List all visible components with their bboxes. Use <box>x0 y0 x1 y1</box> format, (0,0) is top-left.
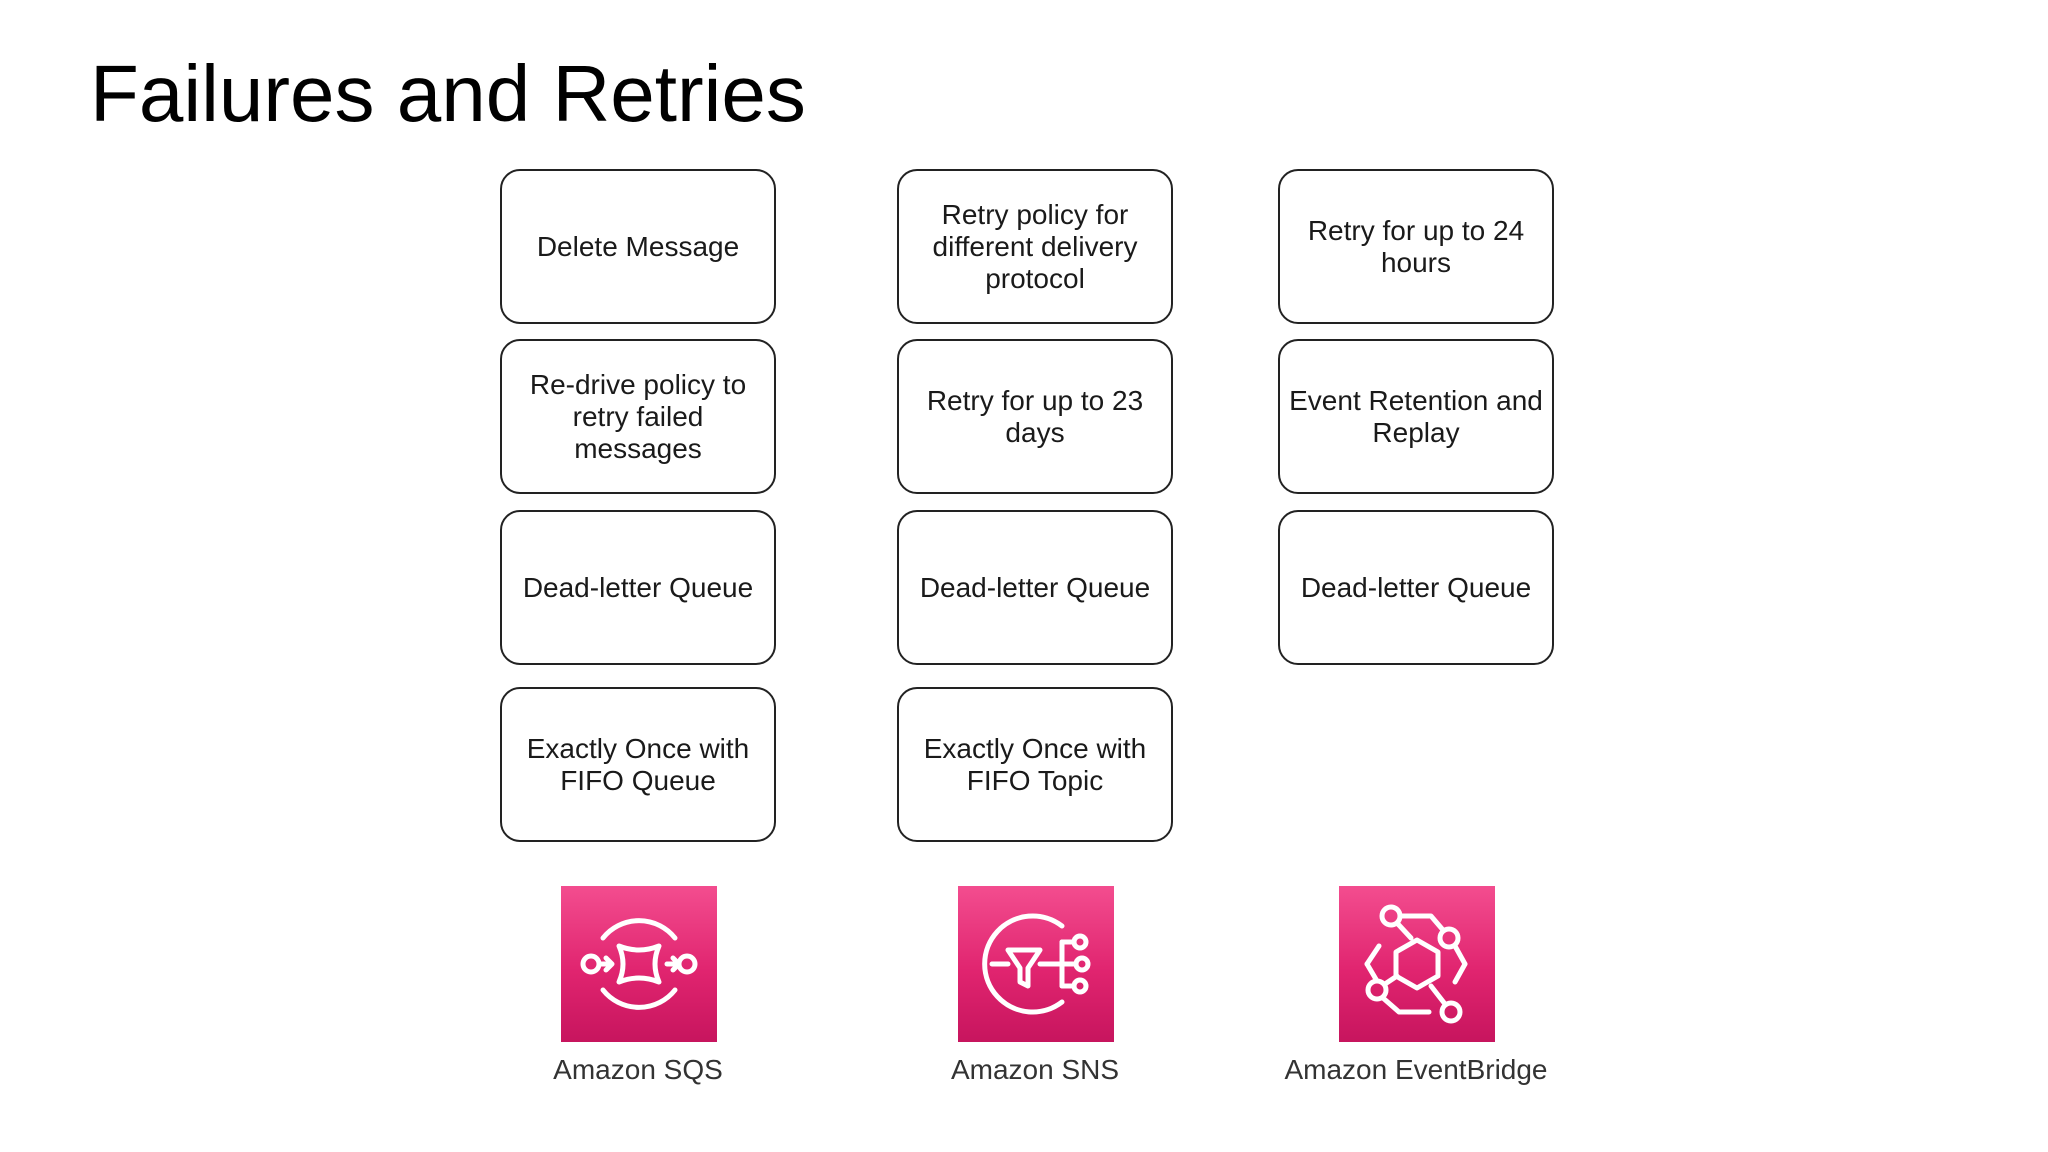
feature-text: Delete Message <box>536 230 740 262</box>
sns-feature-exactly-once-fifo: Exactly Once with FIFO Topic <box>897 687 1173 842</box>
amazon-sns-label: Amazon SNS <box>950 1054 1120 1085</box>
feature-text: Dead-letter Queue <box>522 571 754 603</box>
feature-text: Exactly Once with FIFO Topic <box>923 732 1147 796</box>
feature-text: Retry for up to 24 hours <box>1307 214 1525 278</box>
feature-text: Exactly Once with FIFO Queue <box>526 732 750 796</box>
sqs-feature-delete-message: Delete Message <box>500 169 776 324</box>
feature-text: Dead-letter Queue <box>919 571 1151 603</box>
sqs-feature-dead-letter-queue: Dead-letter Queue <box>500 510 776 665</box>
slide-title: Failures and Retries <box>90 49 806 138</box>
feature-text: Dead-letter Queue <box>1300 571 1532 603</box>
eventbridge-feature-retention-replay: Event Retention and Replay <box>1278 339 1554 494</box>
sqs-feature-redrive-policy: Re-drive policy to retry failed messages <box>500 339 776 494</box>
eventbridge-feature-retry-24-hours: Retry for up to 24 hours <box>1278 169 1554 324</box>
eventbridge-feature-dead-letter-queue: Dead-letter Queue <box>1278 510 1554 665</box>
feature-text: Re-drive policy to retry failed messages <box>529 368 747 464</box>
sns-feature-dead-letter-queue: Dead-letter Queue <box>897 510 1173 665</box>
feature-text: Retry for up to 23 days <box>926 384 1144 448</box>
sqs-column: Delete Message Re-drive policy to retry … <box>500 0 780 1152</box>
amazon-eventbridge-label: Amazon EventBridge <box>1284 1054 1548 1085</box>
feature-text: Retry policy for different delivery prot… <box>932 198 1138 294</box>
eventbridge-column: Retry for up to 24 hours Event Retention… <box>1278 0 1558 1152</box>
amazon-sqs-icon <box>561 886 717 1042</box>
amazon-eventbridge-icon <box>1339 886 1495 1042</box>
sqs-feature-exactly-once-fifo: Exactly Once with FIFO Queue <box>500 687 776 842</box>
sns-feature-retry-23-days: Retry for up to 23 days <box>897 339 1173 494</box>
amazon-sns-icon <box>958 886 1114 1042</box>
amazon-sqs-label: Amazon SQS <box>553 1054 723 1085</box>
feature-text: Event Retention and Replay <box>1289 384 1543 448</box>
sns-column: Retry policy for different delivery prot… <box>897 0 1177 1152</box>
sns-feature-retry-policy: Retry policy for different delivery prot… <box>897 169 1173 324</box>
